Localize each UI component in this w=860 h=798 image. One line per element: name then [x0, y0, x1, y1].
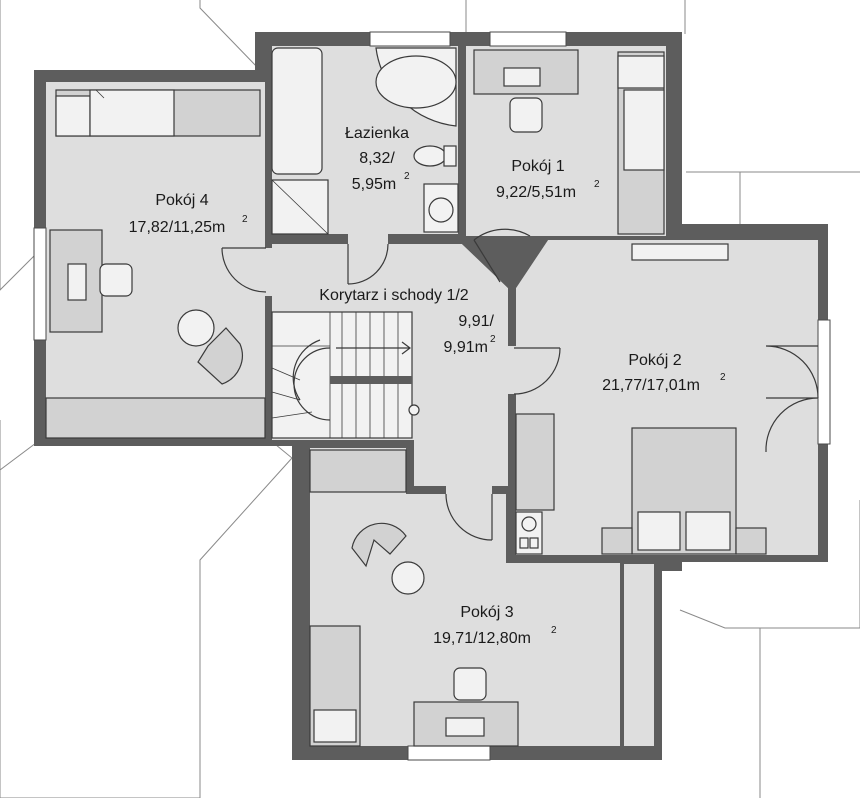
label-pokoj1-area: 9,22/5,51m: [496, 184, 576, 201]
label-lazienka-sup: 2: [404, 171, 410, 182]
pokoj4-furniture: [45, 89, 266, 439]
staircase: [271, 311, 420, 439]
pokoj3-furniture: [309, 449, 519, 747]
label-lazienka-area1: 8,32/: [359, 150, 395, 167]
room-pokoj3-floor: [310, 448, 620, 746]
lazienka-fixtures: [271, 47, 459, 235]
pokoj2-furniture: [515, 243, 767, 555]
chair-pokoj4: [99, 263, 133, 297]
tv-cabinet: [631, 243, 729, 261]
window-lazienka: [369, 31, 451, 47]
label-korytarz-area2: 9,91m: [444, 339, 488, 356]
wardrobe-pokoj3: [309, 449, 407, 493]
chair-pokoj1: [509, 97, 543, 133]
room-labels: Pokój 4 17,82/11,25m 2 Łazienka 8,32/ 5,…: [129, 125, 726, 647]
label-pokoj2-name: Pokój 2: [628, 352, 681, 369]
label-lazienka-name: Łazienka: [345, 125, 409, 142]
table-pokoj4: [177, 309, 215, 347]
doors: [221, 228, 819, 541]
label-pokoj2-area: 21,77/17,01m: [602, 377, 700, 394]
armchair-pokoj3: [351, 522, 407, 568]
window-pokoj2: [817, 319, 831, 445]
toilet: [413, 145, 447, 167]
window-pokoj4: [33, 227, 47, 341]
label-lazienka-area2: 5,95m: [352, 176, 396, 193]
armchair-pokoj4: [197, 327, 243, 385]
window-pokoj1: [489, 31, 567, 47]
closet-pokoj3-floor: [624, 564, 654, 746]
room-pokoj2-floor: [516, 240, 818, 555]
dresser-pokoj2: [515, 413, 555, 511]
label-pokoj3-area: 19,71/12,80m: [433, 630, 531, 647]
window-pokoj3: [407, 745, 491, 761]
label-pokoj3-name: Pokój 3: [460, 604, 513, 621]
wardrobe-pokoj4: [45, 397, 266, 439]
label-pokoj3-sup: 2: [551, 625, 557, 636]
label-pokoj4-sup: 2: [242, 214, 248, 225]
chair-pokoj3: [453, 667, 487, 701]
label-pokoj1-name: Pokój 1: [511, 158, 564, 175]
pokoj1-furniture: [473, 49, 665, 235]
label-pokoj1-sup: 2: [594, 179, 600, 190]
bathtub: [271, 47, 323, 175]
table-pokoj3: [391, 561, 425, 595]
label-pokoj2-sup: 2: [720, 372, 726, 383]
windows: [33, 31, 831, 761]
label-korytarz-sup: 2: [490, 334, 496, 345]
label-pokoj4-area: 17,82/11,25m: [129, 219, 226, 236]
label-pokoj4-name: Pokój 4: [155, 192, 208, 209]
label-korytarz-name: Korytarz i schody 1/2: [319, 287, 469, 304]
label-korytarz-area1: 9,91/: [458, 313, 494, 330]
